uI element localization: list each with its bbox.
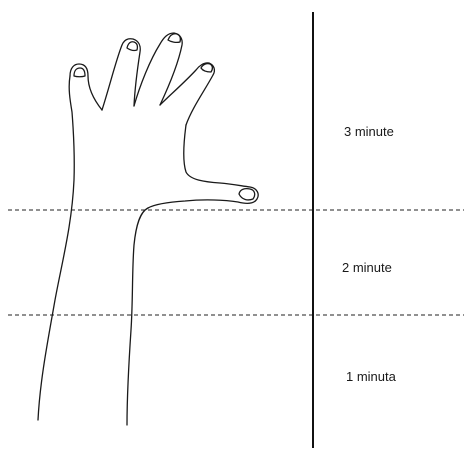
thumb: [148, 125, 258, 208]
nail-middle: [168, 34, 180, 43]
finger-middle: [134, 33, 182, 106]
zone-label-1: 1 minuta: [346, 369, 397, 384]
arm-right-edge: [127, 208, 148, 425]
zone-label-2: 2 minute: [342, 260, 392, 275]
nail-little: [74, 68, 85, 77]
finger-index: [160, 63, 214, 125]
nail-index: [201, 64, 212, 72]
nail-thumb: [239, 189, 255, 200]
finger-ring: [102, 39, 140, 110]
zone-label-3: 3 minute: [344, 124, 394, 139]
nail-ring: [127, 42, 137, 51]
hand-outline: [38, 33, 258, 425]
arm-left-edge: [38, 76, 74, 420]
